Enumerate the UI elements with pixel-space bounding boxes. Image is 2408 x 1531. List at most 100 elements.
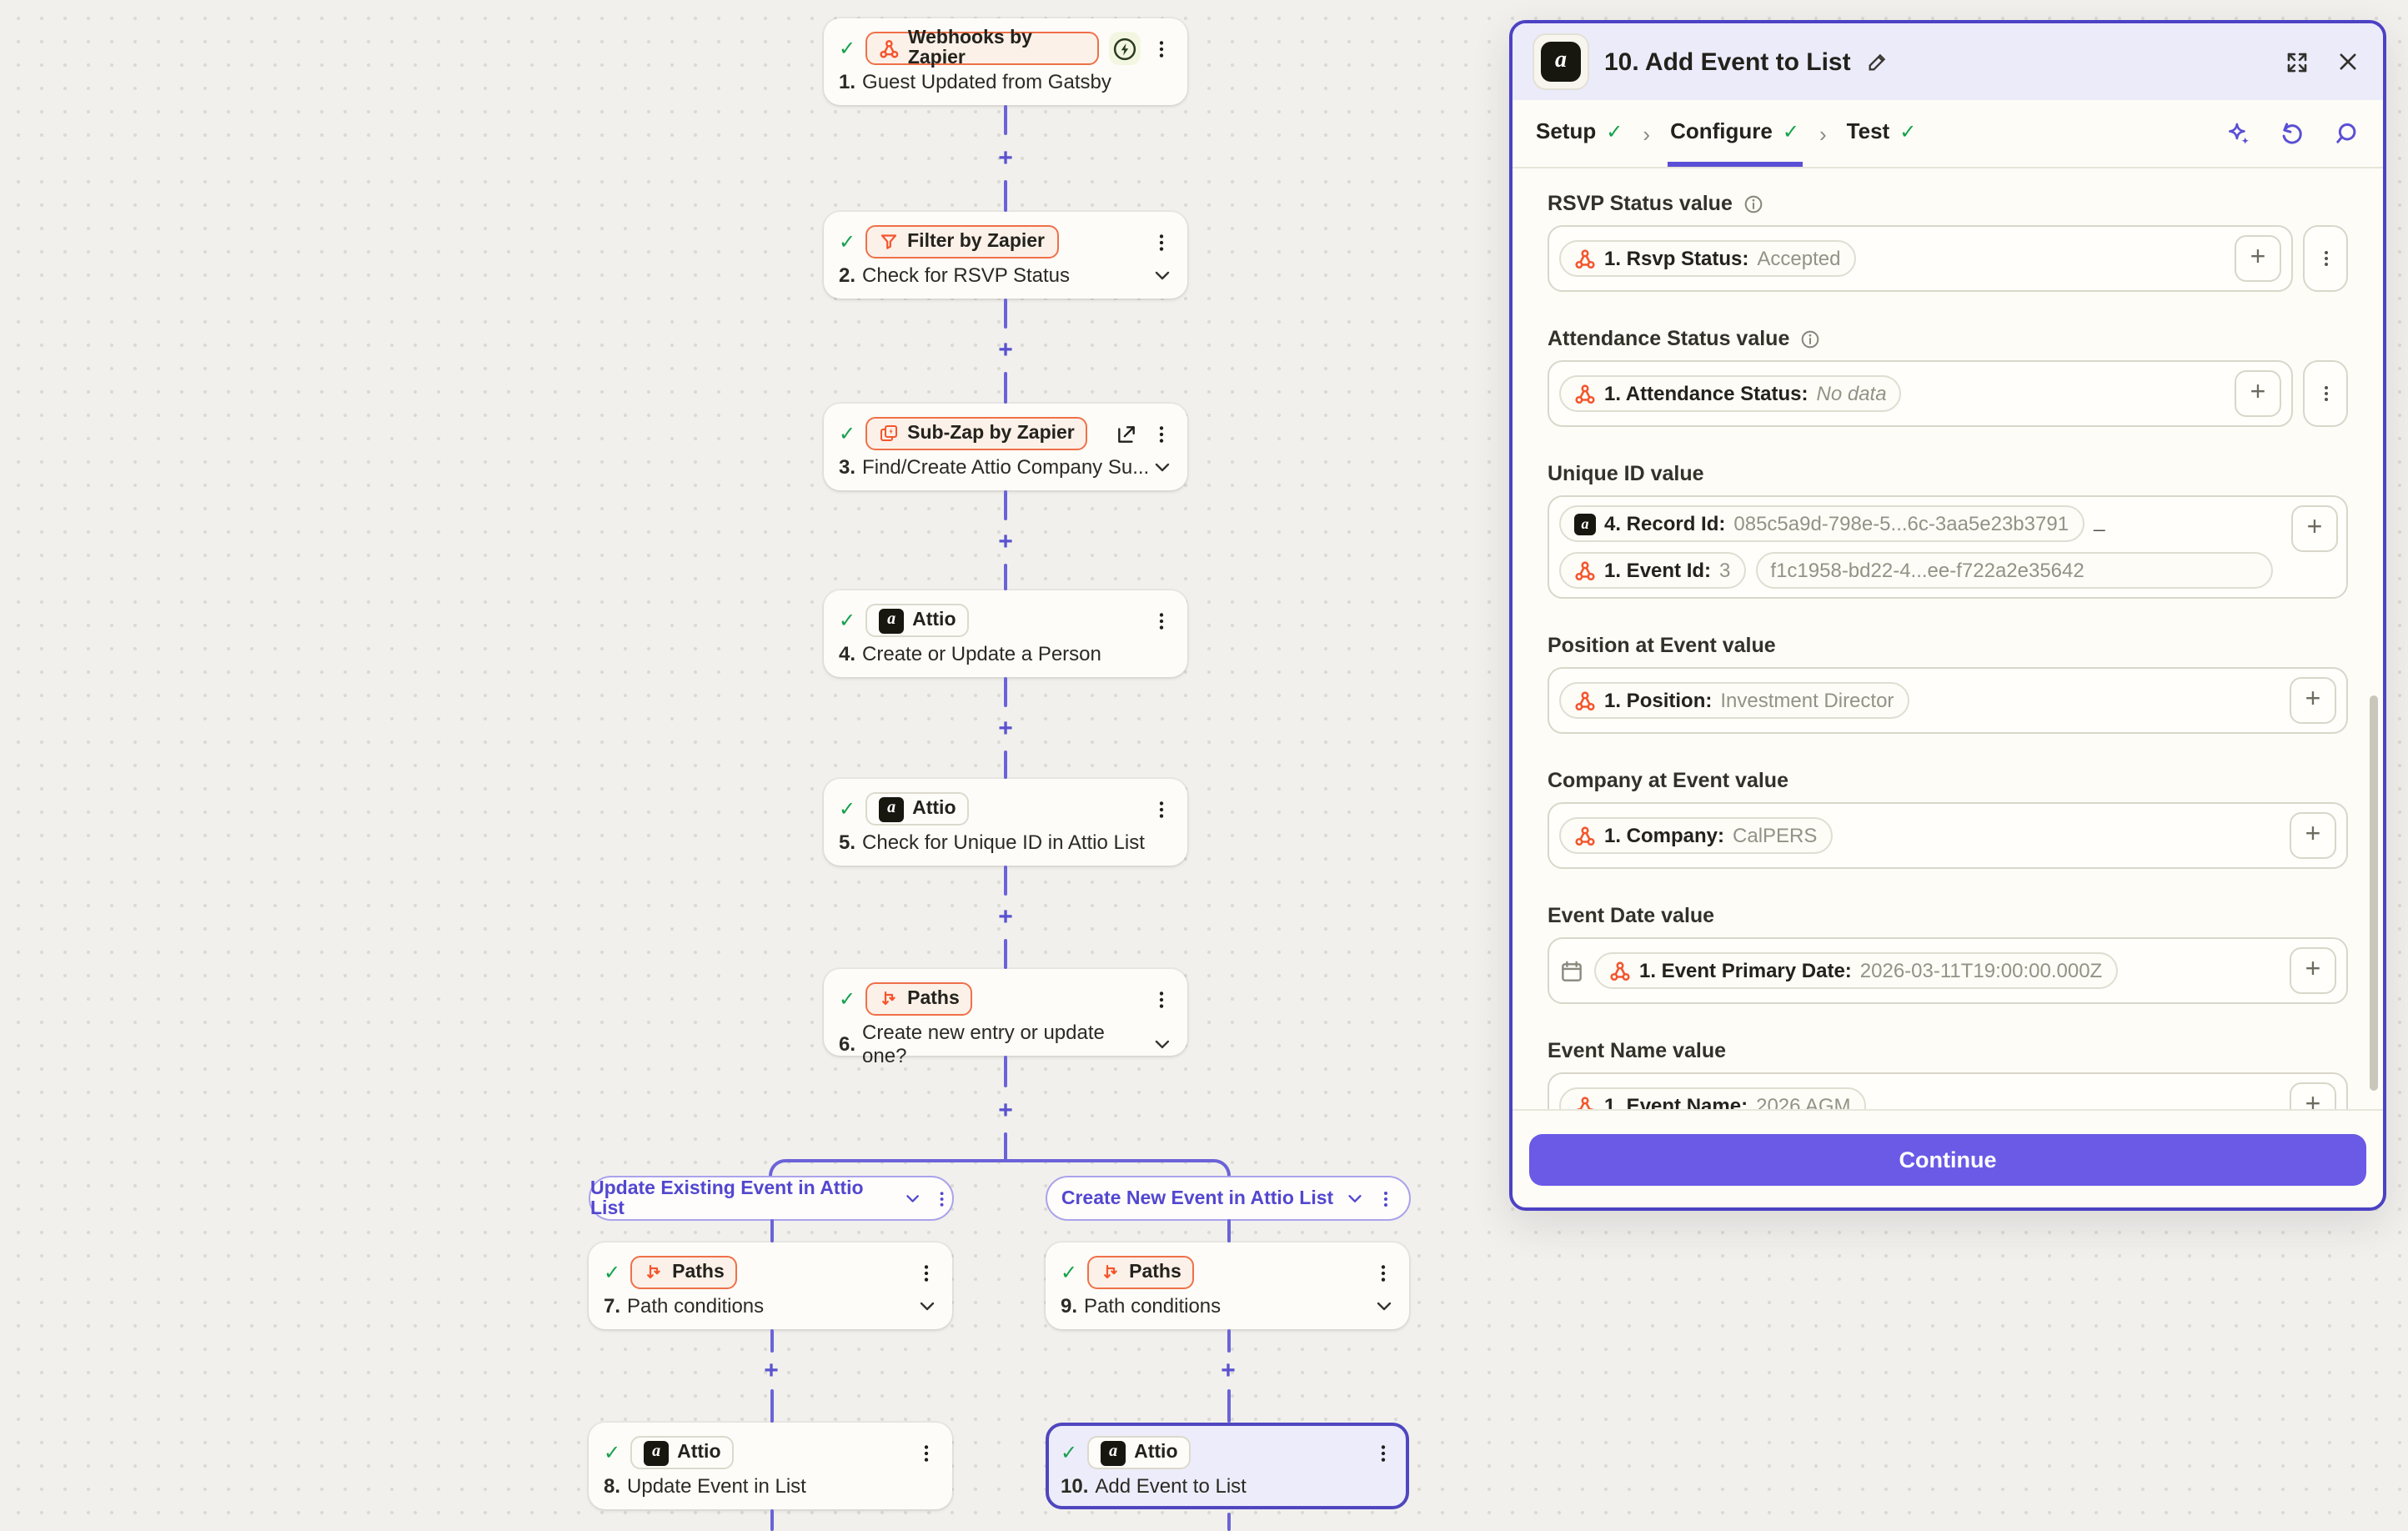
- search-icon[interactable]: [2331, 119, 2360, 148]
- add-step-button[interactable]: +: [998, 336, 1013, 364]
- workflow-node-4[interactable]: ✓ a Attio 4. Create or Update a Person: [824, 590, 1187, 677]
- mapped-field-token[interactable]: 1. Company: CalPERS: [1559, 817, 1833, 854]
- attio-logo-icon: a: [644, 1440, 670, 1465]
- insert-data-button[interactable]: +: [2290, 947, 2336, 994]
- kebab-menu-icon[interactable]: [916, 1442, 937, 1463]
- success-check-icon: ✓: [839, 422, 856, 445]
- mapped-field-token[interactable]: a 4. Record Id: 085c5a9d-798e-5...6c-3aa…: [1559, 505, 2084, 542]
- chevron-down-icon[interactable]: [1152, 265, 1172, 285]
- mapped-field-token[interactable]: 1. Event Name: 2026 AGM: [1559, 1087, 1866, 1109]
- insert-data-button[interactable]: +: [2290, 1082, 2336, 1109]
- mapped-field-token[interactable]: 1. Rsvp Status: Accepted: [1559, 240, 1856, 277]
- step-title: Add Event to List: [1095, 1474, 1247, 1498]
- literal-separator-text[interactable]: _: [2094, 509, 2105, 532]
- chevron-down-icon[interactable]: [1374, 1296, 1394, 1316]
- kebab-menu-icon[interactable]: [1151, 988, 1172, 1010]
- branch-label-update-existing[interactable]: Update Existing Event in Attio List: [589, 1176, 954, 1221]
- webhook-icon: [1575, 690, 1595, 710]
- undo-refresh-icon[interactable]: [2278, 119, 2306, 148]
- step-title: Path conditions: [1084, 1294, 1222, 1318]
- success-check-icon: ✓: [604, 1261, 621, 1284]
- rsvp-status-input[interactable]: 1. Rsvp Status: Accepted +: [1548, 225, 2293, 292]
- kebab-menu-icon[interactable]: [933, 1188, 952, 1208]
- chevron-down-icon[interactable]: [1345, 1189, 1363, 1207]
- workflow-node-10-selected[interactable]: ✓ a Attio 10. Add Event to List: [1046, 1423, 1409, 1509]
- calendar-icon[interactable]: [1559, 958, 1584, 983]
- tab-test[interactable]: Test ✓: [1846, 118, 1917, 143]
- configure-form[interactable]: RSVP Status value 1. Rsvp Status: Accept…: [1513, 168, 2383, 1109]
- company-at-event-input[interactable]: 1. Company: CalPERS +: [1548, 802, 2348, 869]
- workflow-node-5[interactable]: ✓ a Attio 5. Check for Unique ID in Atti…: [824, 779, 1187, 866]
- field-label-position-at-event: Position at Event value: [1548, 634, 1776, 657]
- panel-scrollbar[interactable]: [2370, 695, 2378, 1091]
- field-options-button[interactable]: [2303, 360, 2348, 427]
- insert-data-button[interactable]: +: [2235, 370, 2281, 417]
- attio-logo-icon: a: [879, 608, 905, 633]
- kebab-menu-icon[interactable]: [1151, 423, 1172, 444]
- add-step-button[interactable]: +: [1221, 1357, 1236, 1385]
- mapped-field-token-continuation[interactable]: f1c1958-bd22-4...ee-f722a2e35642: [1755, 552, 2273, 589]
- step-config-panel: a 10. Add Event to List Setup ✓ › Config…: [1509, 20, 2386, 1211]
- tab-configure[interactable]: Configure ✓: [1667, 100, 1803, 167]
- position-at-event-input[interactable]: 1. Position: Investment Director +: [1548, 667, 2348, 734]
- kebab-menu-icon[interactable]: [1151, 231, 1172, 253]
- info-icon[interactable]: [1743, 193, 1764, 214]
- unique-id-input[interactable]: a 4. Record Id: 085c5a9d-798e-5...6c-3aa…: [1548, 495, 2348, 599]
- info-icon[interactable]: [1799, 328, 1821, 349]
- add-step-button[interactable]: +: [998, 528, 1013, 556]
- add-step-button[interactable]: +: [998, 144, 1013, 173]
- mapped-field-token[interactable]: 1. Event Primary Date: 2026-03-11T19:00:…: [1594, 952, 2118, 989]
- workflow-node-1[interactable]: ✓ Webhooks by Zapier 1. Guest Updated fr…: [824, 18, 1187, 105]
- paths-icon: [882, 991, 895, 1006]
- tab-separator-chevron-icon: ›: [1643, 121, 1651, 146]
- kebab-menu-icon[interactable]: [1151, 38, 1172, 59]
- chevron-down-icon[interactable]: [904, 1189, 921, 1207]
- kebab-menu-icon[interactable]: [916, 1262, 937, 1283]
- webhook-icon: [1575, 248, 1595, 269]
- add-step-button[interactable]: +: [998, 1097, 1013, 1125]
- close-icon[interactable]: [2336, 50, 2360, 73]
- tab-setup[interactable]: Setup ✓: [1536, 118, 1623, 143]
- workflow-node-8[interactable]: ✓ a Attio 8. Update Event in List: [589, 1423, 952, 1509]
- chevron-down-icon[interactable]: [1152, 1034, 1172, 1054]
- kebab-menu-icon[interactable]: [1151, 798, 1172, 820]
- edit-title-pencil-icon[interactable]: [1866, 50, 1889, 73]
- branch-label-create-new[interactable]: Create New Event in Attio List: [1046, 1176, 1411, 1221]
- open-subzap-external-link-icon[interactable]: [1116, 423, 1137, 444]
- continue-button[interactable]: Continue: [1529, 1133, 2366, 1185]
- workflow-node-7[interactable]: ✓ Paths 7. Path conditions: [589, 1242, 952, 1329]
- ai-sparkle-icon[interactable]: [2225, 119, 2253, 148]
- workflow-node-3[interactable]: ✓ Sub-Zap by Zapier 3. Find/Create Attio…: [824, 404, 1187, 490]
- insert-data-button[interactable]: +: [2291, 505, 2338, 552]
- expand-fullscreen-icon[interactable]: [2285, 49, 2310, 74]
- add-step-button[interactable]: +: [764, 1357, 779, 1385]
- insert-data-button[interactable]: +: [2290, 677, 2336, 724]
- kebab-menu-icon[interactable]: [1372, 1442, 1394, 1463]
- workflow-node-9[interactable]: ✓ Paths 9. Path conditions: [1046, 1242, 1409, 1329]
- field-label-event-date: Event Date value: [1548, 904, 1715, 927]
- success-check-icon: ✓: [604, 1441, 621, 1464]
- chevron-down-icon[interactable]: [1152, 457, 1172, 477]
- field-label-unique-id: Unique ID value: [1548, 462, 1704, 485]
- workflow-node-6[interactable]: ✓ Paths 6. Create new entry or update on…: [824, 969, 1187, 1067]
- kebab-menu-icon[interactable]: [1151, 610, 1172, 631]
- attendance-status-input[interactable]: 1. Attendance Status: No data +: [1548, 360, 2293, 427]
- mapped-field-token[interactable]: 1. Position: Investment Director: [1559, 682, 1909, 719]
- workflow-node-2[interactable]: ✓ Filter by Zapier 2. Check for RSVP Sta…: [824, 212, 1187, 299]
- field-options-button[interactable]: [2303, 225, 2348, 292]
- event-date-input[interactable]: 1. Event Primary Date: 2026-03-11T19:00:…: [1548, 937, 2348, 1004]
- step-number: 5.: [839, 831, 856, 854]
- insert-data-button[interactable]: +: [2290, 812, 2336, 859]
- kebab-menu-icon[interactable]: [1372, 1262, 1394, 1283]
- field-label-event-name: Event Name value: [1548, 1039, 1726, 1062]
- tab-complete-check-icon: ✓: [1606, 119, 1623, 143]
- kebab-menu-icon[interactable]: [1375, 1188, 1395, 1208]
- add-step-button[interactable]: +: [998, 903, 1013, 931]
- add-step-button[interactable]: +: [998, 715, 1013, 743]
- event-name-input[interactable]: 1. Event Name: 2026 AGM +: [1548, 1072, 2348, 1109]
- mapped-field-token[interactable]: 1. Attendance Status: No data: [1559, 375, 1902, 412]
- chevron-down-icon[interactable]: [917, 1296, 937, 1316]
- mapped-field-token[interactable]: 1. Event Id: 3: [1559, 552, 1746, 589]
- tab-separator-chevron-icon: ›: [1819, 121, 1827, 146]
- insert-data-button[interactable]: +: [2235, 235, 2281, 282]
